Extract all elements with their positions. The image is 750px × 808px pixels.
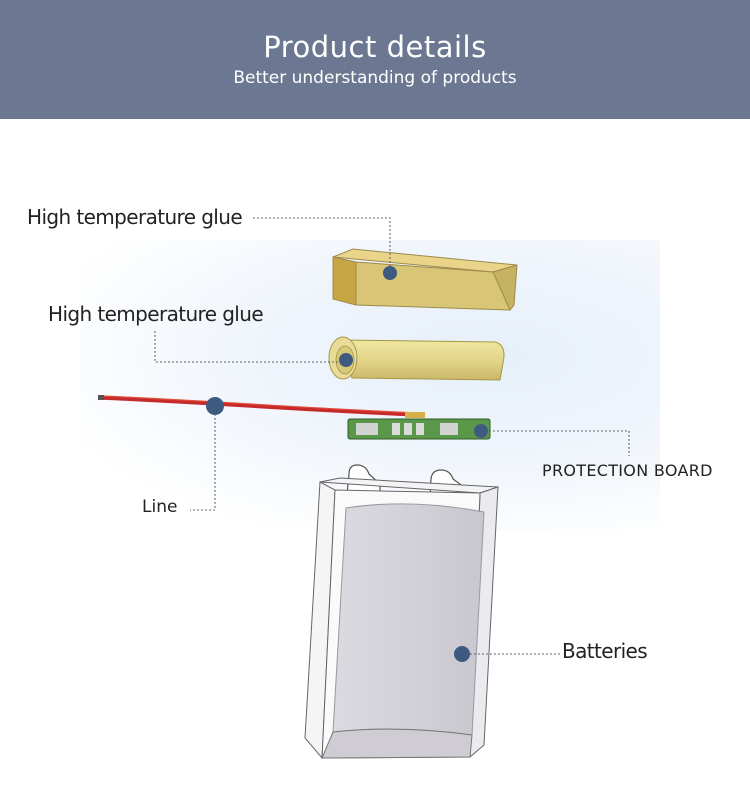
battery-cell xyxy=(304,464,499,760)
page-subtitle: Better understanding of products xyxy=(233,68,517,88)
callout-protection-board: PROTECTION BOARD xyxy=(542,461,713,480)
page-title: Product details xyxy=(263,30,487,64)
callout-line: Line xyxy=(142,497,178,517)
marker-line xyxy=(206,397,224,415)
glue-cylinder-middle xyxy=(328,336,505,381)
header-banner: Product details Better understanding of … xyxy=(0,0,750,119)
callout-glue-top: High temperature glue xyxy=(27,205,243,229)
marker-protection-board xyxy=(474,424,488,438)
callout-glue-middle: High temperature glue xyxy=(48,302,264,326)
marker-glue-top xyxy=(383,266,397,280)
marker-batteries xyxy=(454,646,470,662)
leader-lines xyxy=(154,217,630,655)
marker-glue-middle xyxy=(339,353,353,367)
wire xyxy=(98,395,425,418)
callout-batteries: Batteries xyxy=(562,639,648,663)
protection-board xyxy=(347,418,491,440)
glue-block-top xyxy=(332,248,518,311)
